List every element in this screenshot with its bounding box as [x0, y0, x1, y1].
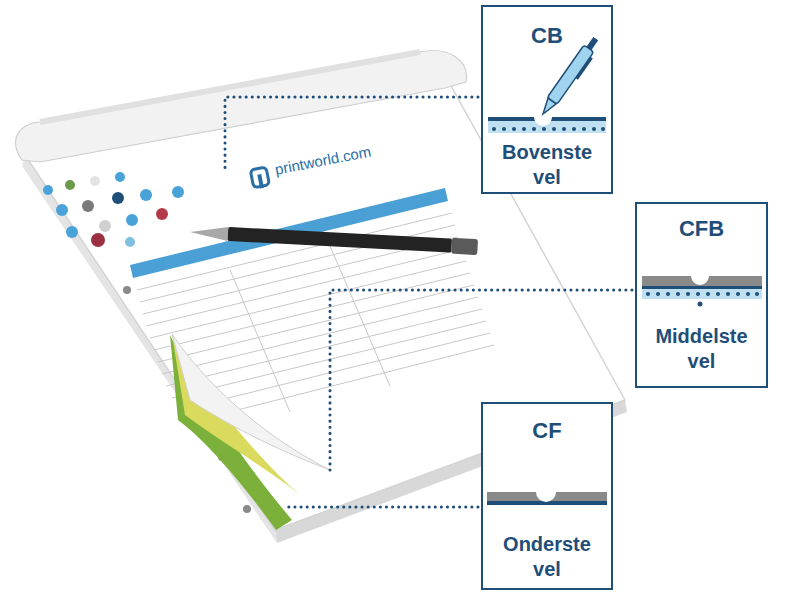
sheet-code: CF — [483, 418, 611, 444]
sheet-code: CB — [483, 23, 611, 49]
callout-box: CFB Middelste vel — [635, 202, 768, 388]
callout-box: CF Onderste vel — [481, 402, 613, 590]
sheet-name: Onderste vel — [483, 532, 611, 582]
callout-box: CB Bovenste vel — [481, 5, 613, 194]
sheet-code: CFB — [637, 216, 766, 242]
sheet-name: Middelste vel — [637, 324, 766, 374]
sheet-name: Bovenste vel — [483, 140, 611, 190]
